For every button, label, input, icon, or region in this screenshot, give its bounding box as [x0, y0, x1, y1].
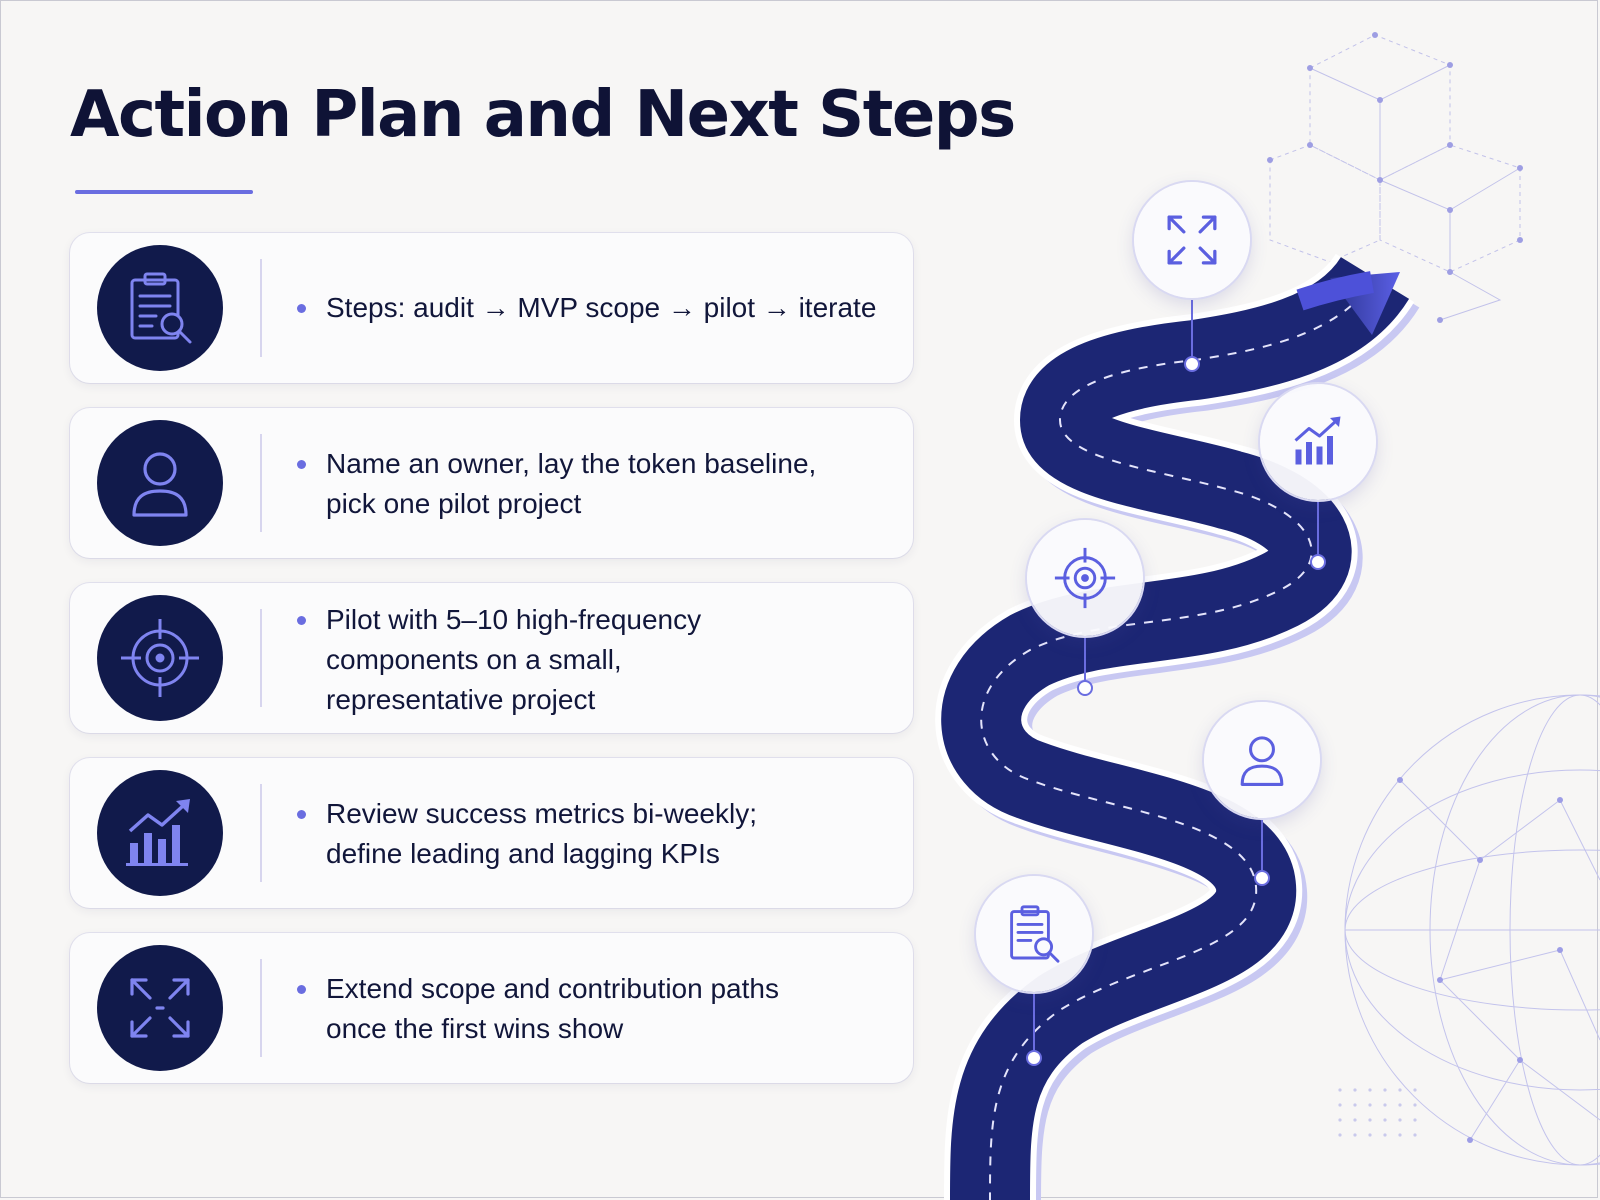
bullet-dot [297, 810, 306, 819]
milestone-expand-arrows-icon [1134, 182, 1250, 298]
clipboard-search-icon [97, 245, 223, 371]
step-card-pilot: Pilot with 5–10 high-frequency component… [70, 583, 913, 733]
step-text: Name an owner, lay the token baseline, p… [326, 444, 893, 524]
growth-chart-icon [97, 770, 223, 896]
card-divider [260, 784, 262, 882]
expand-arrows-icon [97, 945, 223, 1071]
step-text-line: Review success metrics bi-weekly; [326, 798, 757, 829]
card-divider [260, 609, 262, 707]
step-text-line: Steps: audit → MVP scope → pilot → itera… [326, 292, 877, 323]
step-text-line: Name an owner, lay the token baseline, [326, 448, 817, 479]
step-text: Extend scope and contribution paths once… [326, 969, 893, 1049]
step-text-line: representative project [326, 684, 596, 715]
milestone-growth-chart-icon [1260, 384, 1376, 500]
step-text-line: components on a small, [326, 644, 622, 675]
person-icon [97, 420, 223, 546]
bullet-dot [297, 985, 306, 994]
step-text-line: Pilot with 5–10 high-frequency [326, 604, 702, 635]
step-text-line: pick one pilot project [326, 488, 582, 519]
step-text: Steps: audit → MVP scope → pilot → itera… [326, 288, 893, 328]
step-text-line: once the first wins show [326, 1013, 624, 1044]
step-card-owner: Name an owner, lay the token baseline, p… [70, 408, 913, 558]
step-text-line: Extend scope and contribution paths [326, 973, 779, 1004]
title-underline [75, 190, 253, 194]
step-text-line: define leading and lagging KPIs [326, 838, 720, 869]
step-card-metrics: Review success metrics bi-weekly; define… [70, 758, 913, 908]
step-text: Review success metrics bi-weekly; define… [326, 794, 893, 874]
milestone-pins [1026, 300, 1326, 1066]
dot-grid-decoration [1338, 1088, 1417, 1137]
bullet-dot [297, 460, 306, 469]
card-divider [260, 959, 262, 1057]
milestone-person-icon [1204, 702, 1320, 818]
wireframe-globe-decoration [1344, 694, 1600, 1166]
milestone-clipboard-search-icon [976, 876, 1092, 992]
target-icon [97, 595, 223, 721]
milestone-target-icon [1027, 520, 1143, 636]
step-card-audit: Steps: audit → MVP scope → pilot → itera… [70, 233, 913, 383]
bullet-dot [297, 616, 306, 625]
card-divider [260, 434, 262, 532]
bullet-dot [297, 304, 306, 313]
wireframe-cubes-decoration [1267, 32, 1523, 323]
card-divider [260, 259, 262, 357]
step-text: Pilot with 5–10 high-frequency component… [326, 600, 893, 720]
step-card-extend: Extend scope and contribution paths once… [70, 933, 913, 1083]
page-title: Action Plan and Next Steps [70, 78, 1016, 152]
